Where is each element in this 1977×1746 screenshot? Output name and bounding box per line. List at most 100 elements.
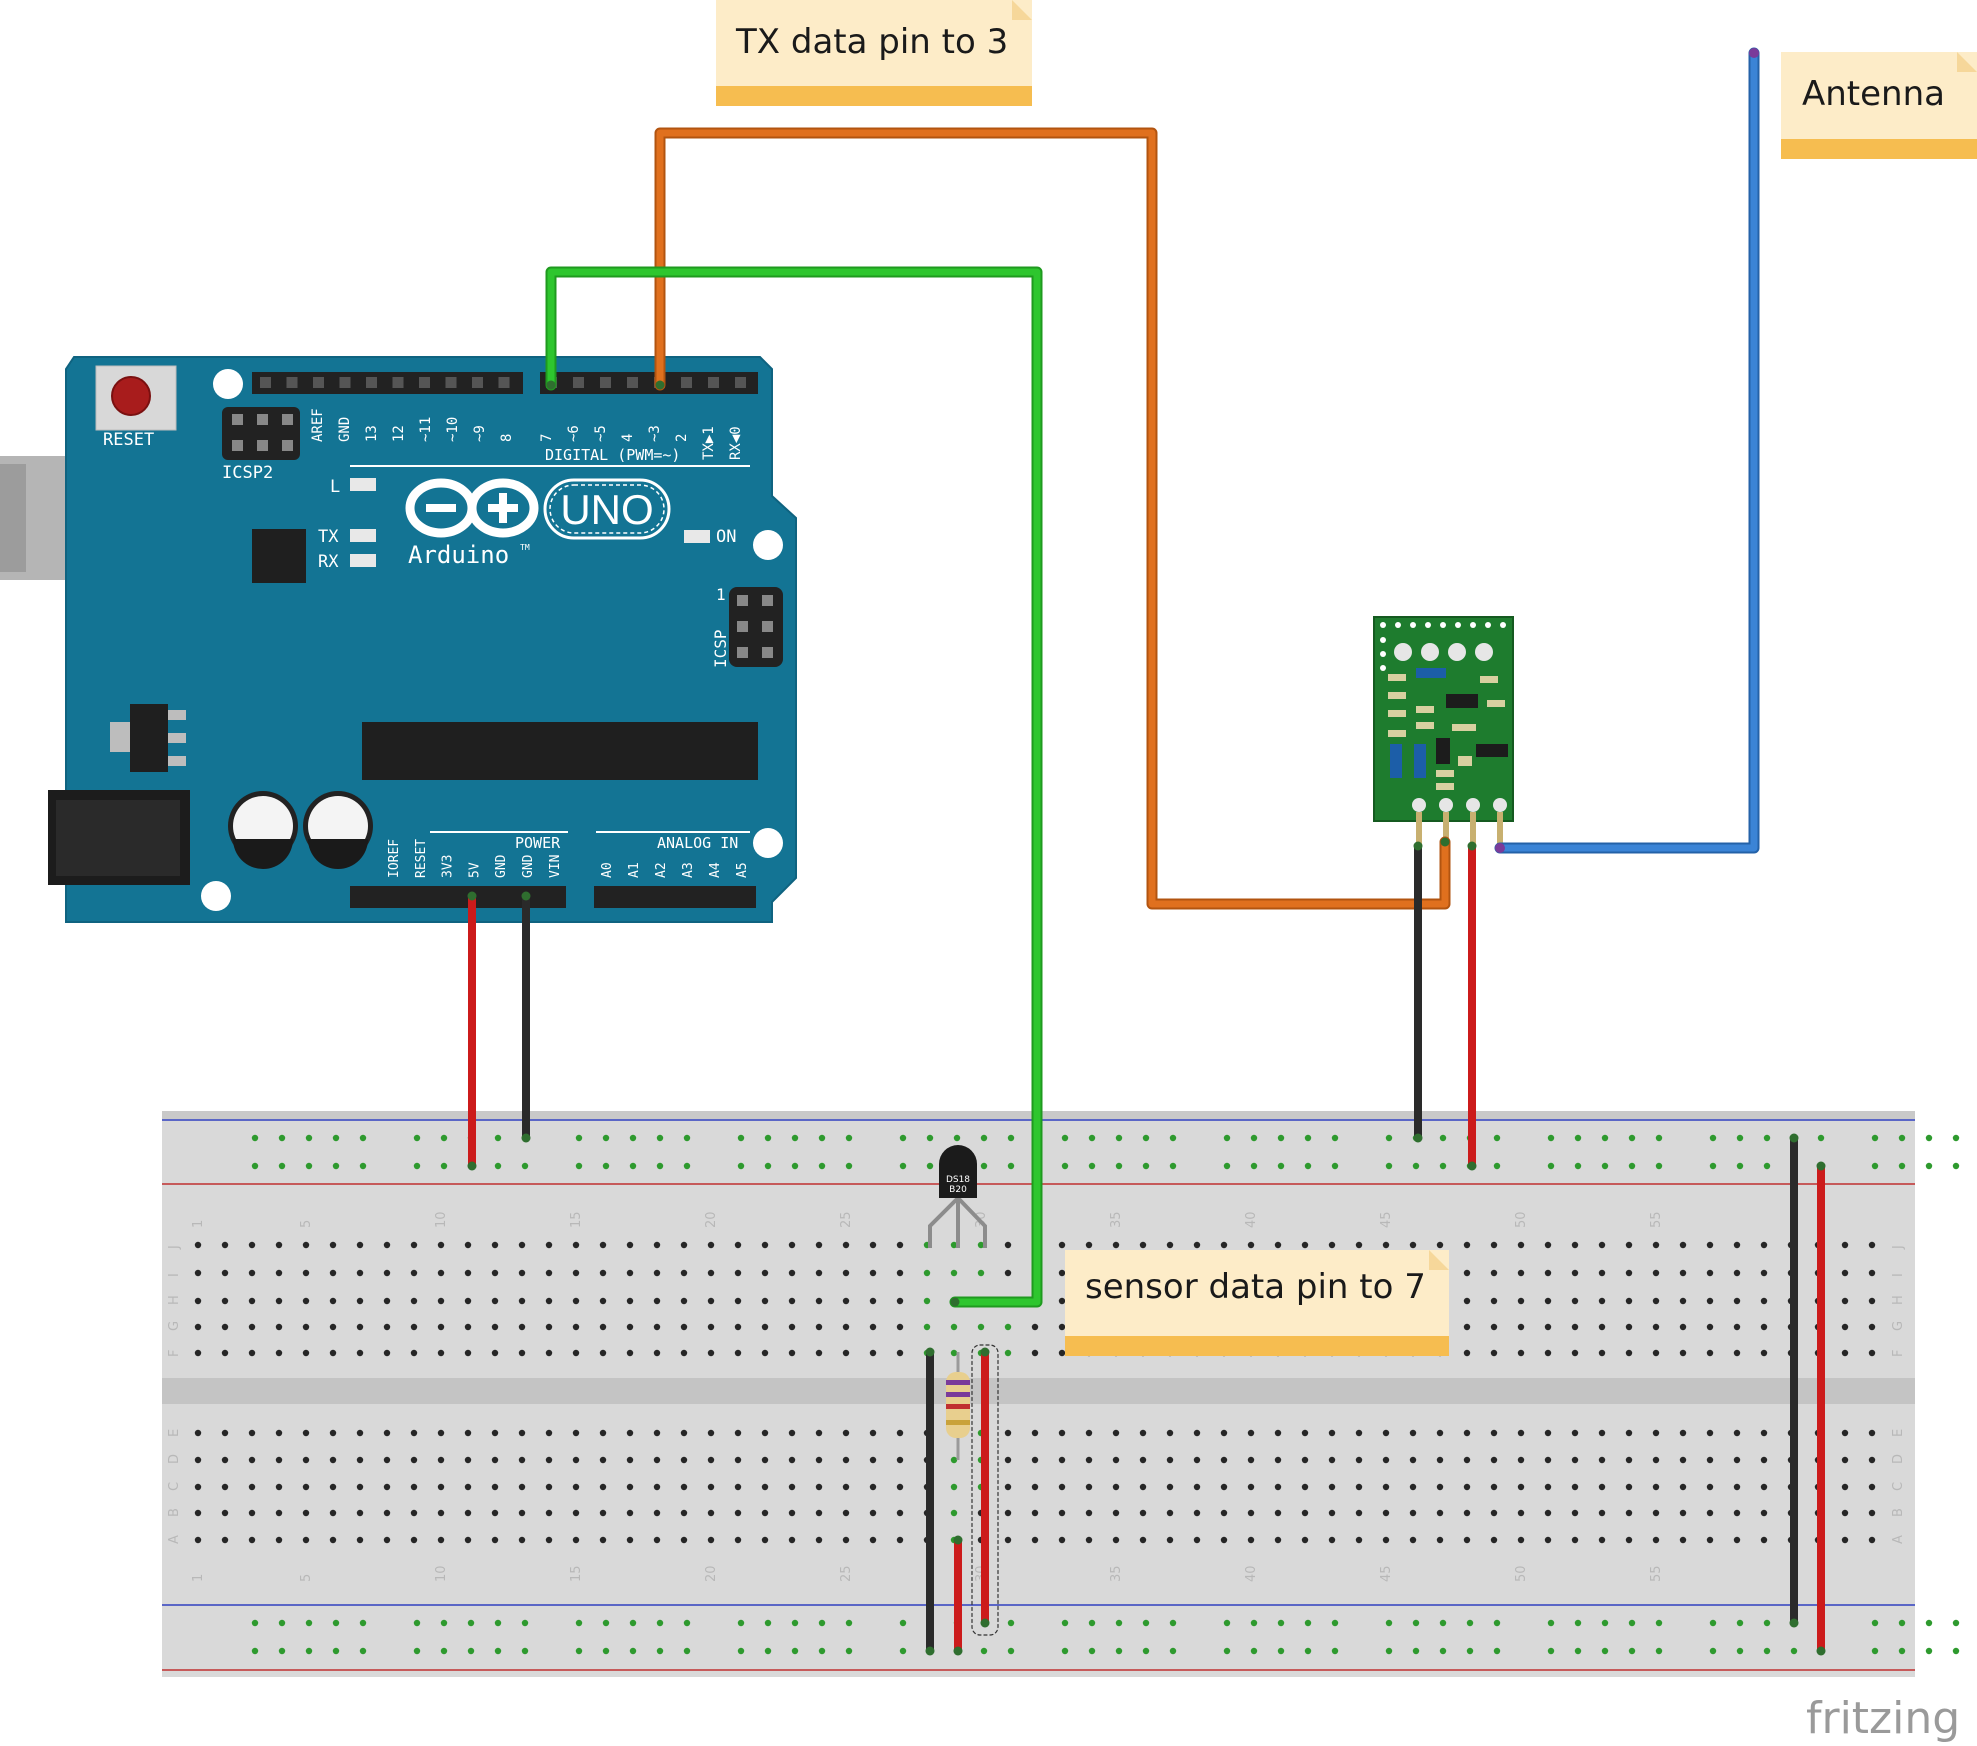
digital-pin-label: ~5 <box>593 425 609 442</box>
breadboard-hole <box>1139 1483 1147 1491</box>
rail-hole <box>1439 1647 1447 1655</box>
breadboard-hole <box>275 1509 283 1517</box>
breadboard-hole <box>491 1429 499 1437</box>
breadboard-hole <box>977 1323 985 1331</box>
breadboard-hole <box>1436 1429 1444 1437</box>
row-letter: J <box>167 1245 182 1250</box>
breadboard-hole <box>410 1456 418 1464</box>
rail-hole <box>278 1619 286 1627</box>
breadboard-hole <box>1733 1509 1741 1517</box>
breadboard-hole <box>1490 1297 1498 1305</box>
breadboard-hole <box>410 1323 418 1331</box>
breadboard-hole <box>410 1297 418 1305</box>
led-tx <box>350 529 376 542</box>
breadboard-hole <box>194 1241 202 1249</box>
breadboard-hole <box>1625 1241 1633 1249</box>
breadboard-hole <box>464 1349 472 1357</box>
row-letter: J <box>1891 1245 1906 1250</box>
breadboard-hole <box>383 1483 391 1491</box>
breadboard-hole <box>518 1349 526 1357</box>
breadboard-hole <box>653 1323 661 1331</box>
rail-hole <box>521 1647 529 1655</box>
analog-pin-label: A5 <box>735 862 750 878</box>
breadboard-hole <box>1544 1349 1552 1357</box>
breadboard-hole <box>1274 1429 1282 1437</box>
breadboard-hole <box>248 1456 256 1464</box>
breadboard-hole <box>1382 1483 1390 1491</box>
breadboard-hole <box>1193 1509 1201 1517</box>
reset-button[interactable] <box>95 365 177 431</box>
breadboard-hole <box>572 1269 580 1277</box>
rail-hole <box>629 1619 637 1627</box>
wire-blue-antenna[interactable] <box>1494 47 1760 854</box>
breadboard-hole <box>545 1456 553 1464</box>
breadboard-hole <box>1193 1241 1201 1249</box>
rail-hole <box>1952 1162 1960 1170</box>
rail-hole <box>1709 1162 1717 1170</box>
rail-hole <box>1142 1619 1150 1627</box>
breadboard-hole <box>1679 1509 1687 1517</box>
breadboard-hole <box>680 1509 688 1517</box>
rail-hole <box>791 1619 799 1627</box>
breadboard-hole <box>1571 1323 1579 1331</box>
breadboard-hole <box>1409 1429 1417 1437</box>
wire-end <box>953 1535 963 1545</box>
wire-end <box>546 380 556 390</box>
breadboard-hole <box>1274 1483 1282 1491</box>
breadboard-hole <box>545 1323 553 1331</box>
rail-hole <box>1277 1647 1285 1655</box>
breadboard-hole <box>1166 1456 1174 1464</box>
analog-label: ANALOG IN <box>657 834 738 852</box>
icsp-label: ICSP <box>711 629 730 668</box>
breadboard-hole <box>1463 1297 1471 1305</box>
breadboard-hole <box>1409 1241 1417 1249</box>
rail-hole <box>1412 1619 1420 1627</box>
breadboard-hole <box>1058 1429 1066 1437</box>
breadboard-hole <box>572 1456 580 1464</box>
module-pad <box>1455 622 1461 628</box>
rail-hole <box>1439 1162 1447 1170</box>
note-antenna-text: Antenna <box>1802 74 1945 114</box>
breadboard-hole <box>1247 1483 1255 1491</box>
rail-hole <box>467 1619 475 1627</box>
rail-hole <box>1493 1647 1501 1655</box>
breadboard-hole <box>896 1456 904 1464</box>
rail-hole <box>791 1134 799 1142</box>
breadboard-hole <box>1706 1297 1714 1305</box>
breadboard-hole <box>302 1536 310 1544</box>
breadboard-hole <box>302 1483 310 1491</box>
wire-end-caps <box>467 380 1826 1656</box>
rail-hole <box>818 1134 826 1142</box>
column-number: 55 <box>1649 1211 1664 1228</box>
breadboard-hole <box>1517 1536 1525 1544</box>
column-number: 5 <box>299 1220 314 1228</box>
breadboard-hole <box>842 1323 850 1331</box>
breadboard-hole <box>1490 1241 1498 1249</box>
column-number: 25 <box>839 1211 854 1228</box>
rail-hole <box>278 1162 286 1170</box>
breadboard-hole <box>1598 1456 1606 1464</box>
breadboard-hole <box>437 1297 445 1305</box>
breadboard-hole <box>1463 1349 1471 1357</box>
power-pin-label: VIN <box>548 855 563 878</box>
wire-end <box>1789 1133 1799 1143</box>
breadboard-hole <box>464 1429 472 1437</box>
rail-hole <box>1871 1134 1879 1142</box>
breadboard-hole <box>680 1297 688 1305</box>
rail-hole <box>305 1619 313 1627</box>
breadboard-hole <box>1436 1509 1444 1517</box>
breadboard-hole <box>1004 1429 1012 1437</box>
breadboard-hole <box>1625 1429 1633 1437</box>
breadboard-hole <box>1571 1269 1579 1277</box>
breadboard-hole <box>1328 1483 1336 1491</box>
breadboard-hole <box>275 1241 283 1249</box>
rail-hole <box>602 1162 610 1170</box>
rail-hole <box>1061 1162 1069 1170</box>
breadboard-hole <box>545 1349 553 1357</box>
rail-hole <box>1493 1162 1501 1170</box>
breadboard-hole <box>1760 1509 1768 1517</box>
breadboard-hole <box>410 1269 418 1277</box>
breadboard-hole <box>329 1429 337 1437</box>
rail-hole <box>1277 1134 1285 1142</box>
